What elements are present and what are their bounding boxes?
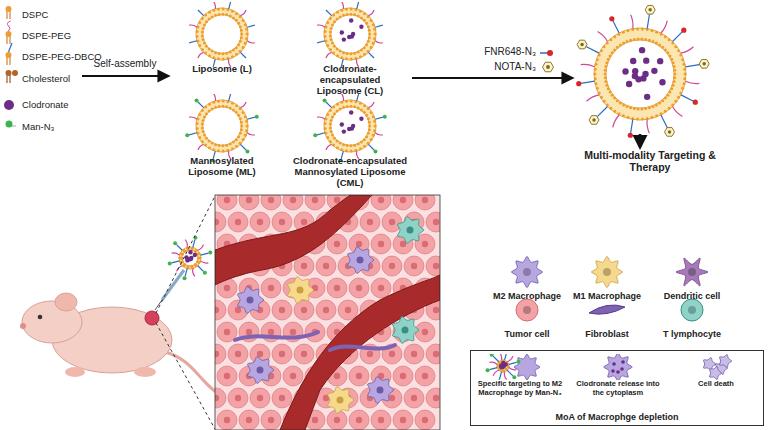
- liposome-node: Clodronate-encapsulated Mannosylated Lip…: [290, 94, 410, 189]
- liposome-node: Liposome (L): [178, 2, 266, 75]
- legend-swatch: [4, 100, 14, 110]
- zoom-line: [156, 196, 215, 313]
- liposome: [178, 2, 266, 70]
- reagent-label: FNR648-N₃: [440, 46, 536, 58]
- legend-entry: Fibroblast: [565, 324, 649, 342]
- liposome-label: Mannosylated Liposome (ML): [178, 94, 266, 178]
- legend-entry: T lymphocyte: [650, 324, 734, 342]
- cell-picture: [477, 354, 563, 380]
- legend-icon: [676, 258, 708, 286]
- legend-text: Cholesterol: [22, 73, 70, 84]
- liposome-label: Clodronate-encapsulated Mannosylated Lip…: [290, 94, 410, 189]
- moa-step: Specific targeting to M2 Macrophage by M…: [477, 354, 563, 397]
- legend-entry: M2 Macrophage: [485, 286, 569, 304]
- legend-entry: M1 Macrophage: [565, 286, 649, 304]
- legend-icon: [681, 299, 703, 321]
- legend-icon: [6, 21, 12, 44]
- legend-text: Man-N₃: [22, 121, 54, 132]
- legend-text: M1 Macrophage: [573, 291, 641, 301]
- step-label: Specific targeting to M2 Macrophage by M…: [477, 354, 563, 397]
- moa-step: Clodronate release into the cytoplasm: [575, 354, 661, 397]
- legend-icon: [6, 121, 17, 128]
- cell-picture: [575, 354, 661, 380]
- box-title: MoA of Macrophge depletion: [471, 412, 763, 422]
- liposome-node: Clodronate-encapsulated Liposome (CL): [296, 2, 404, 97]
- legend-entry: Clodronate: [4, 95, 68, 113]
- process-arrow: [82, 75, 168, 77]
- legend-entry: Dendritic cell: [650, 286, 734, 304]
- mouse: [20, 293, 225, 398]
- cell-picture: [673, 354, 759, 380]
- legend-icon: [511, 256, 542, 287]
- legend-entry: Cholesterol: [22, 69, 70, 87]
- legend-text: Fibroblast: [585, 329, 629, 339]
- legend-text: M2 Macrophage: [493, 291, 561, 301]
- zoom-line: [156, 323, 215, 429]
- moa-step: Cell death: [673, 354, 759, 389]
- legend-entry: Man-N₃: [22, 117, 54, 135]
- legend-icon: [6, 43, 13, 65]
- process-arrow: [639, 134, 642, 147]
- legend-text: DSPE-PEG: [22, 30, 71, 41]
- legend-entry: DSPE-PEG: [22, 26, 71, 44]
- liposome: [296, 2, 404, 70]
- legend-entry: DSPE-PEG-DBCO: [22, 47, 102, 65]
- legend-icon: [516, 299, 538, 321]
- legend-entry: DSPC: [22, 5, 48, 23]
- labelled-liposome: [576, 5, 709, 137]
- legend-icon: [591, 256, 622, 287]
- legend-icon: [589, 305, 625, 314]
- step-label: Cell death: [673, 354, 759, 389]
- legend-text: DSPE-PEG-DBCO: [22, 51, 102, 62]
- legend-text: T lymphocyte: [663, 329, 721, 339]
- liposome-label: Liposome (L): [178, 2, 266, 75]
- legend-text: DSPC: [22, 9, 48, 20]
- syringe: [155, 270, 184, 310]
- tumor: [145, 311, 159, 325]
- liposome: [290, 94, 410, 162]
- legend-icon: [6, 70, 19, 83]
- moa-box: MoA of Macrophge depletion Specific targe…: [470, 350, 764, 426]
- reagent-label: NOTA-N₃: [440, 61, 536, 73]
- legend-icon: [6, 6, 12, 19]
- process-arrow: [412, 77, 572, 79]
- liposome: [178, 94, 266, 162]
- legend-text: Clodronate: [22, 99, 68, 110]
- legend-text: Tumor cell: [505, 329, 550, 339]
- legend-text: Dendritic cell: [664, 291, 721, 301]
- tumor-zoom: [206, 190, 446, 430]
- liposome-node: Mannosylated Liposome (ML): [178, 94, 266, 178]
- legend-entry: Tumor cell: [485, 324, 569, 342]
- outcome-label: Multi-modality Targeting & Therapy: [580, 149, 720, 173]
- liposome-label: Clodronate-encapsulated Liposome (CL): [296, 2, 404, 97]
- step-label: Clodronate release into the cytoplasm: [575, 354, 661, 397]
